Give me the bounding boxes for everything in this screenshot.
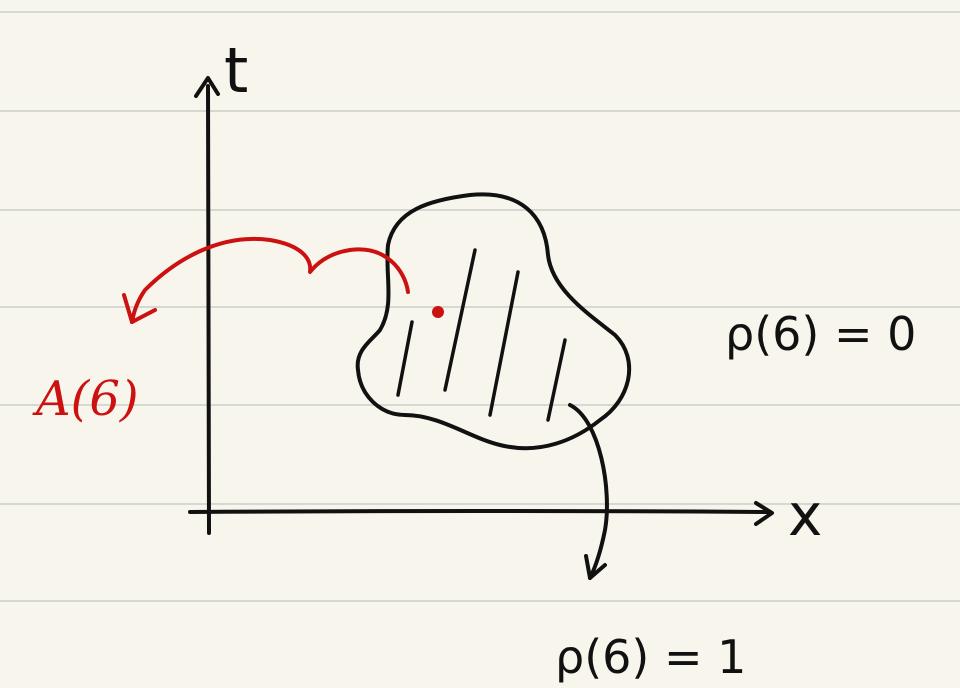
- ruled-lines: [0, 11, 960, 602]
- label-inside-region: ρ(6) = 1: [555, 630, 746, 684]
- map-arrowhead: [122, 293, 157, 324]
- region-hatching: [396, 248, 567, 422]
- inside-pointer-arrow: [568, 403, 609, 580]
- label-mapped-point: A(6): [32, 371, 139, 427]
- region-boundary: [355, 192, 632, 451]
- hatch-line: [546, 338, 567, 422]
- map-arrow: [130, 236, 410, 324]
- hatch-line: [443, 248, 477, 392]
- axes: [188, 76, 774, 535]
- horizontal-axis-arrowhead: [754, 501, 774, 526]
- sample-point: [432, 306, 444, 318]
- vertical-axis: [206, 84, 211, 535]
- inside-pointer-arrowhead: [584, 554, 607, 580]
- horizontal-axis: [188, 509, 770, 514]
- axis-label-t: t: [224, 34, 248, 107]
- hatch-line: [488, 270, 520, 417]
- hatch-line: [396, 320, 414, 397]
- label-outside-region: ρ(6) = 0: [725, 307, 916, 361]
- vertical-axis-arrowhead: [194, 76, 220, 98]
- axis-label-x: x: [788, 481, 822, 549]
